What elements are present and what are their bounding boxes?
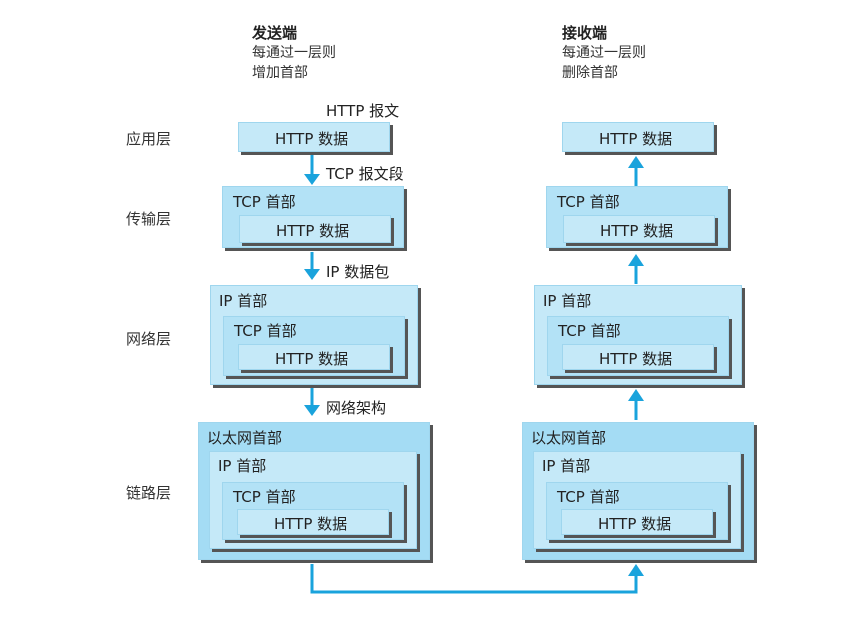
receiver-eth-http-data: HTTP 数据	[561, 509, 713, 535]
ip-header-label: IP 首部	[543, 292, 592, 310]
tcp-header-label: TCP 首部	[557, 193, 620, 211]
receiver-arrow-3	[628, 156, 644, 186]
sender-ip-http-data: HTTP 数据	[238, 344, 390, 370]
caption-network-arch: 网络架构	[326, 399, 387, 417]
receiver-tcp-http-data: HTTP 数据	[563, 215, 715, 243]
ip-header-label: IP 首部	[542, 457, 591, 475]
tcp-header-label: TCP 首部	[557, 488, 620, 506]
receiver-ip-tcp-segment: TCP 首部 HTTP 数据	[547, 316, 729, 376]
sender-tcp-segment: TCP 首部 HTTP 数据	[222, 186, 404, 248]
http-data-label: HTTP 数据	[600, 222, 674, 240]
sender-desc-line1: 每通过一层则	[252, 45, 336, 61]
layer-link-label: 链路层	[126, 484, 172, 502]
receiver-header: 接收端 每通过一层则 删除首部	[562, 22, 646, 83]
sender-desc-line2: 增加首部	[252, 65, 308, 81]
caption-ip-packet: IP 数据包	[326, 263, 390, 281]
sender-arrow-1	[304, 155, 320, 185]
sender-eth-ip-packet: IP 首部 TCP 首部 HTTP 数据	[209, 451, 417, 549]
tcp-header-label: TCP 首部	[233, 488, 296, 506]
layer-network-label: 网络层	[126, 330, 172, 348]
connector-arrowhead	[628, 564, 644, 576]
link-connector	[310, 564, 638, 594]
receiver-title: 接收端	[562, 24, 608, 42]
caption-http-message: HTTP 报文	[326, 102, 400, 120]
http-data-label: HTTP 数据	[599, 350, 673, 368]
sender-title: 发送端	[252, 24, 298, 42]
ethernet-header-label: 以太网首部	[207, 429, 283, 447]
receiver-arrow-2	[628, 254, 644, 284]
sender-arrow-3	[304, 388, 320, 416]
receiver-app-http-data: HTTP 数据	[562, 122, 714, 152]
tcp-header-label: TCP 首部	[233, 193, 296, 211]
sender-tcp-http-data: HTTP 数据	[239, 215, 391, 243]
http-data-label: HTTP 数据	[598, 515, 672, 533]
tcp-header-label: TCP 首部	[234, 322, 297, 340]
sender-ethernet-frame: 以太网首部 IP 首部 TCP 首部 HTTP 数据	[198, 422, 430, 560]
receiver-ip-packet: IP 首部 TCP 首部 HTTP 数据	[534, 285, 742, 385]
receiver-ip-http-data: HTTP 数据	[562, 344, 714, 370]
sender-app-http-data: HTTP 数据	[238, 122, 390, 152]
ethernet-header-label: 以太网首部	[531, 429, 607, 447]
http-data-label: HTTP 数据	[274, 515, 348, 533]
receiver-eth-ip-packet: IP 首部 TCP 首部 HTTP 数据	[533, 451, 741, 549]
receiver-ethernet-frame: 以太网首部 IP 首部 TCP 首部 HTTP 数据	[522, 422, 754, 560]
layer-transport-label: 传输层	[126, 210, 172, 228]
http-data-label: HTTP 数据	[276, 222, 350, 240]
caption-tcp-segment: TCP 报文段	[326, 165, 404, 183]
ip-header-label: IP 首部	[218, 457, 267, 475]
sender-header: 发送端 每通过一层则 增加首部	[252, 22, 336, 83]
http-data-label: HTTP 数据	[275, 350, 349, 368]
sender-ip-packet: IP 首部 TCP 首部 HTTP 数据	[210, 285, 418, 385]
receiver-desc-line1: 每通过一层则	[562, 45, 646, 61]
receiver-desc-line2: 删除首部	[562, 65, 618, 81]
ip-header-label: IP 首部	[219, 292, 268, 310]
receiver-arrow-1	[628, 389, 644, 420]
receiver-eth-tcp-segment: TCP 首部 HTTP 数据	[546, 482, 728, 540]
http-data-label: HTTP 数据	[599, 130, 673, 148]
sender-arrow-2	[304, 252, 320, 280]
tcp-header-label: TCP 首部	[558, 322, 621, 340]
layer-application-label: 应用层	[126, 130, 172, 148]
http-data-label: HTTP 数据	[275, 130, 349, 148]
sender-ip-tcp-segment: TCP 首部 HTTP 数据	[223, 316, 405, 376]
sender-eth-http-data: HTTP 数据	[237, 509, 389, 535]
sender-eth-tcp-segment: TCP 首部 HTTP 数据	[222, 482, 404, 540]
receiver-tcp-segment: TCP 首部 HTTP 数据	[546, 186, 728, 248]
